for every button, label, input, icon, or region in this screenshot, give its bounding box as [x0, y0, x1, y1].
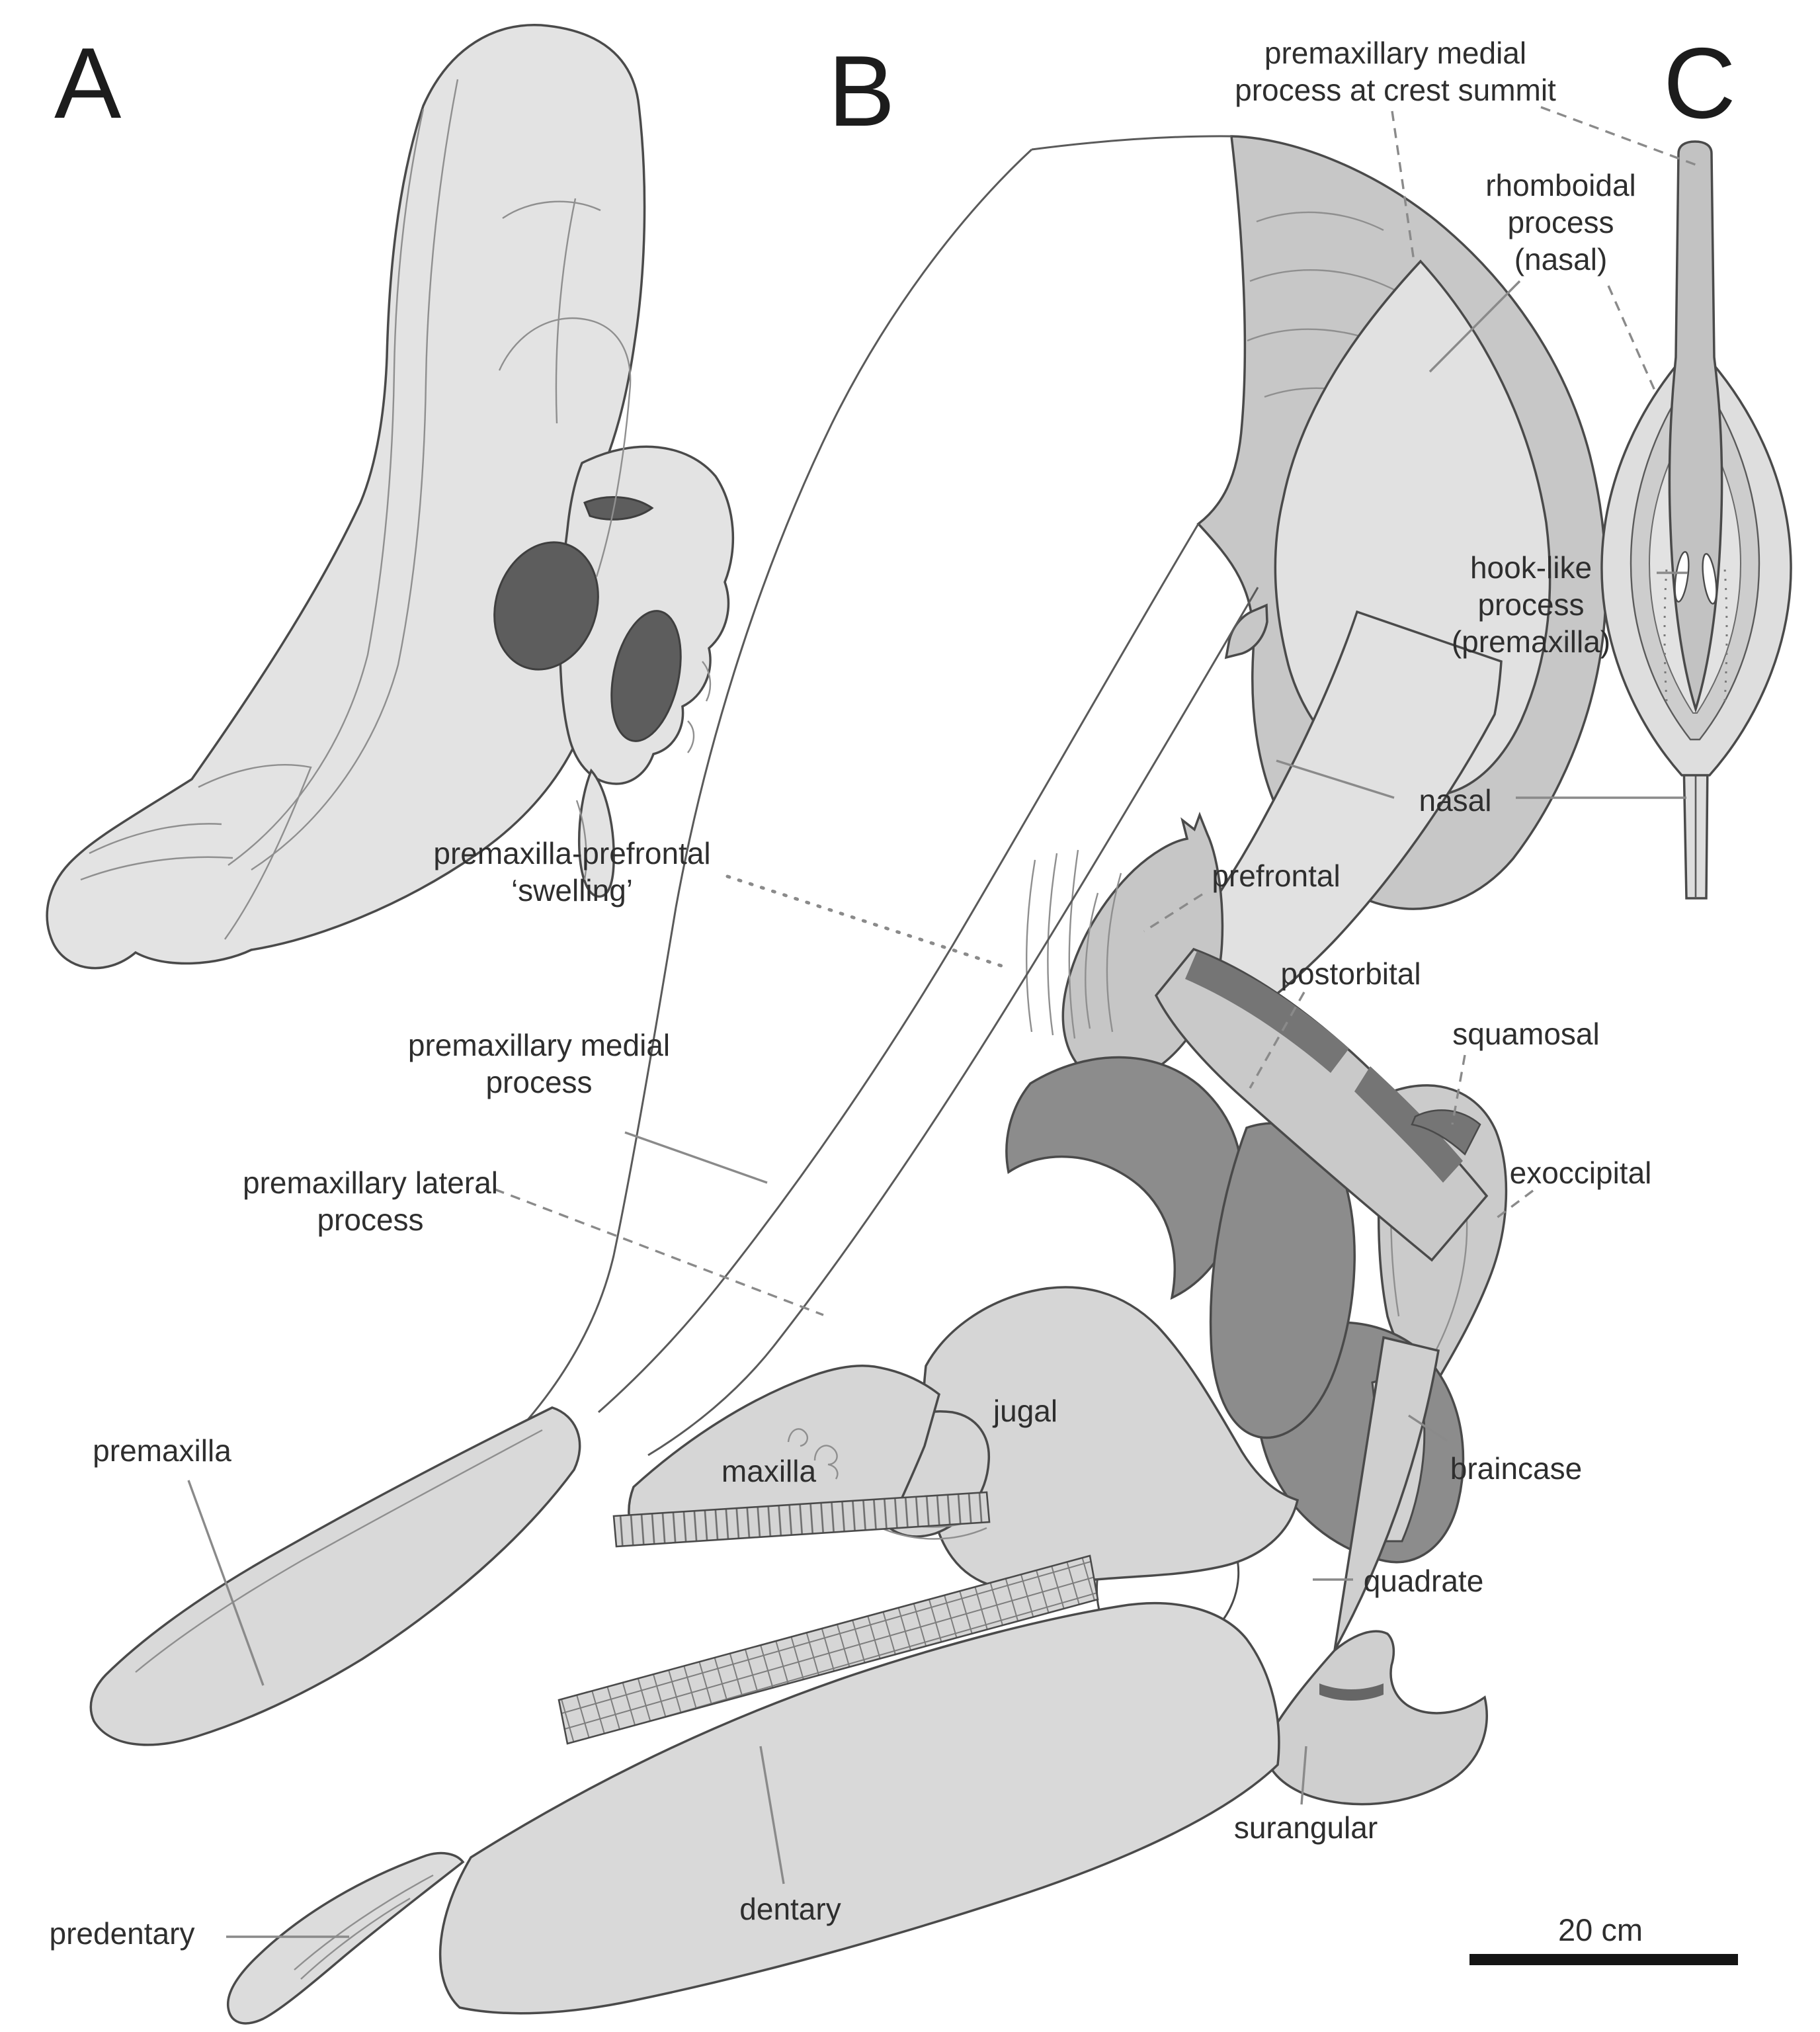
panel-letter-b: B [828, 35, 895, 148]
label-quadrate: quadrate [1363, 1564, 1484, 1598]
label-jugal: jugal [993, 1394, 1058, 1428]
label-surangular: surangular [1233, 1810, 1378, 1845]
panel-a-drawing [46, 23, 735, 970]
label-squamosal: squamosal [1452, 1017, 1600, 1051]
label-exoccipital: exoccipital [1509, 1156, 1652, 1190]
label-rhomboidal: rhomboidal process (nasal) [1485, 168, 1636, 277]
label-lateral-process: premaxillary lateral process [242, 1165, 498, 1238]
label-premaxilla: premaxilla [93, 1433, 231, 1468]
label-dentary: dentary [739, 1892, 841, 1926]
label-maxilla: maxilla [721, 1454, 817, 1488]
label-postorbital: postorbital [1280, 956, 1421, 991]
label-medial-process: premaxillary medial process [407, 1028, 671, 1100]
label-nasal: nasal [1419, 783, 1492, 818]
leader-lines [187, 106, 1702, 1938]
panel-letter-c: C [1663, 27, 1736, 140]
panel-c-drawing [1600, 140, 1792, 900]
label-hook-like: hook-like process (premaxilla) [1451, 550, 1611, 659]
label-swelling: premaxilla-prefrontal ‘swelling’ [433, 836, 711, 908]
panel-letter-a: A [54, 27, 122, 140]
scale-bar [1469, 1954, 1738, 1965]
label-crest-summit: premaxillary medial process at crest sum… [1235, 36, 1556, 108]
scale-bar-label: 20 cm [1558, 1912, 1643, 1947]
label-prefrontal: prefrontal [1212, 859, 1341, 893]
label-braincase: braincase [1450, 1451, 1583, 1486]
panel-b-drawing [89, 135, 1608, 2025]
label-predentary: predentary [49, 1916, 195, 1951]
